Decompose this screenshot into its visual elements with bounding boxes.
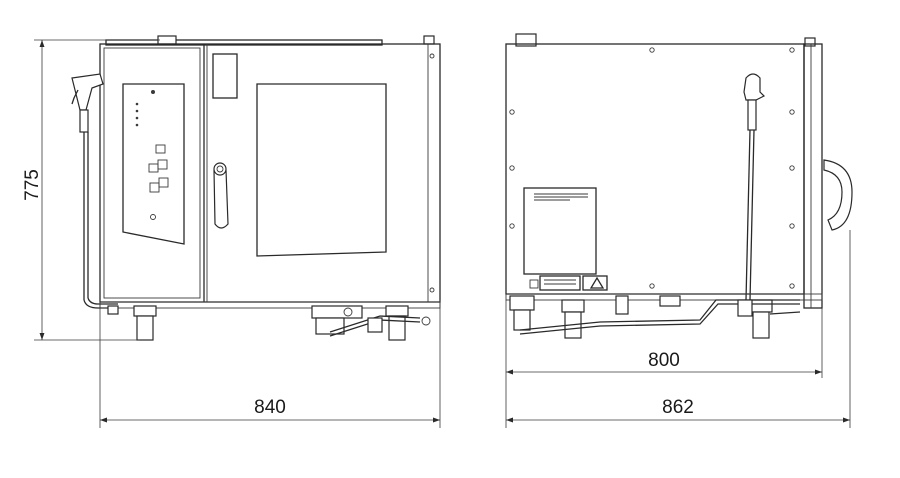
indicator-lights [135, 90, 155, 127]
control-panel-column [103, 47, 201, 299]
front-top-vent [157, 35, 177, 45]
door-window [256, 83, 387, 257]
front-feet [133, 305, 409, 341]
warning-labels [529, 275, 608, 291]
side-door-edge [803, 43, 823, 309]
side-top-knob [804, 37, 816, 47]
control-knob [150, 214, 156, 220]
front-drain-fittings [107, 305, 431, 337]
control-panel [122, 83, 185, 245]
side-view [505, 33, 853, 339]
side-top-vent [515, 33, 537, 47]
side-hand-shower [743, 73, 766, 301]
front-body [99, 43, 441, 303]
dimension-lines [34, 39, 851, 428]
rating-label [523, 187, 597, 275]
door-label-plate [212, 53, 238, 99]
side-total-label: 862 [662, 397, 694, 418]
height-label: 775 [22, 169, 43, 201]
side-body-label: 800 [648, 350, 680, 371]
side-screws [509, 47, 795, 289]
front-width-label: 840 [254, 397, 286, 418]
side-door-handle [823, 159, 853, 231]
control-buttons [148, 144, 169, 193]
side-pipes [509, 295, 801, 335]
front-view [71, 35, 441, 341]
hand-shower [71, 73, 118, 309]
front-top-knob [423, 35, 435, 45]
front-top-strip [105, 39, 383, 46]
